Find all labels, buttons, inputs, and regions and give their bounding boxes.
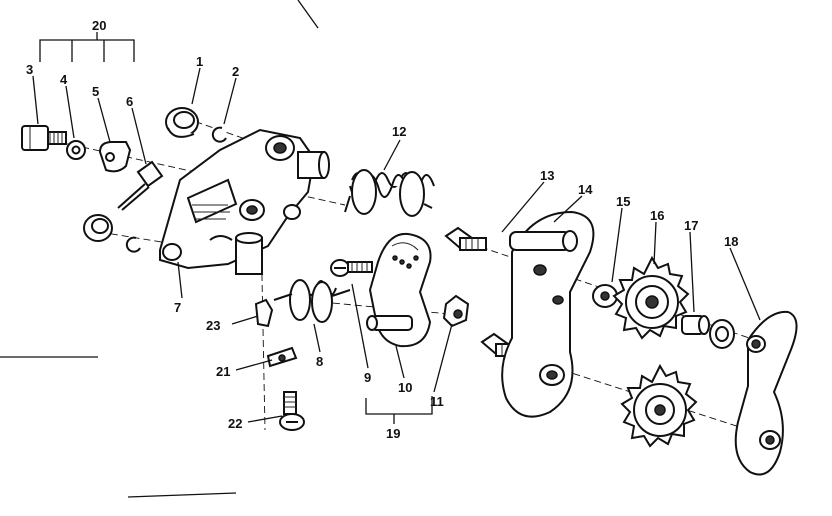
- callout-10: 10: [398, 380, 412, 395]
- part-spring-12: [344, 169, 435, 217]
- part-plate-21: [266, 346, 298, 368]
- part-nut-23: [254, 298, 274, 328]
- part-link-plate-10: [366, 232, 432, 348]
- callout-17: 17: [684, 218, 698, 233]
- callout-labels: 20 3 4 5 6 1 2 12 13 14 15 16 17 18 7 23…: [26, 18, 738, 441]
- margin-mark-top: [297, 0, 319, 29]
- part-cclip-2: [211, 126, 227, 143]
- callout-16: 16: [650, 208, 664, 223]
- callout-8: 8: [316, 354, 323, 369]
- part-bushing-17: [681, 315, 735, 349]
- leader-lines: [32, 32, 761, 424]
- part-plate-5: [98, 141, 132, 173]
- callout-11: 11: [430, 394, 444, 409]
- part-inner-cage-14: [501, 210, 595, 418]
- part-pulley-lower: [620, 363, 698, 448]
- callout-22: 22: [228, 416, 242, 431]
- callout-18: 18: [724, 234, 738, 249]
- callout-9: 9: [364, 370, 371, 385]
- callout-12: 12: [392, 124, 406, 139]
- part-washer-4: [66, 140, 86, 160]
- part-bolt-3: [21, 125, 67, 151]
- callout-7: 7: [174, 300, 181, 315]
- part-pulley-16: [612, 255, 690, 340]
- callout-5: 5: [92, 84, 99, 99]
- callout-6: 6: [126, 94, 133, 109]
- part-main-body-7: [159, 128, 330, 275]
- part-bolt-13: [444, 226, 487, 251]
- callout-21: 21: [216, 364, 230, 379]
- callout-14: 14: [578, 182, 593, 197]
- part-screw-22: [279, 391, 305, 431]
- part-bushing-lower: [83, 214, 141, 253]
- callout-15: 15: [616, 194, 630, 209]
- callout-1: 1: [196, 54, 203, 69]
- callout-2: 2: [232, 64, 239, 79]
- callout-13: 13: [540, 168, 554, 183]
- part-clip-6: [117, 160, 164, 211]
- part-screw-9: [330, 259, 373, 277]
- part-outer-cage-18: [734, 310, 798, 476]
- callout-4: 4: [60, 72, 68, 87]
- callout-23: 23: [206, 318, 220, 333]
- callout-19: 19: [386, 426, 400, 441]
- part-spring-8: [273, 279, 351, 323]
- part-bushing-1: [165, 107, 199, 138]
- margin-mark-bottom: [127, 492, 237, 498]
- callout-3: 3: [26, 62, 33, 77]
- part-cap-11: [442, 294, 470, 328]
- callout-20: 20: [92, 18, 106, 33]
